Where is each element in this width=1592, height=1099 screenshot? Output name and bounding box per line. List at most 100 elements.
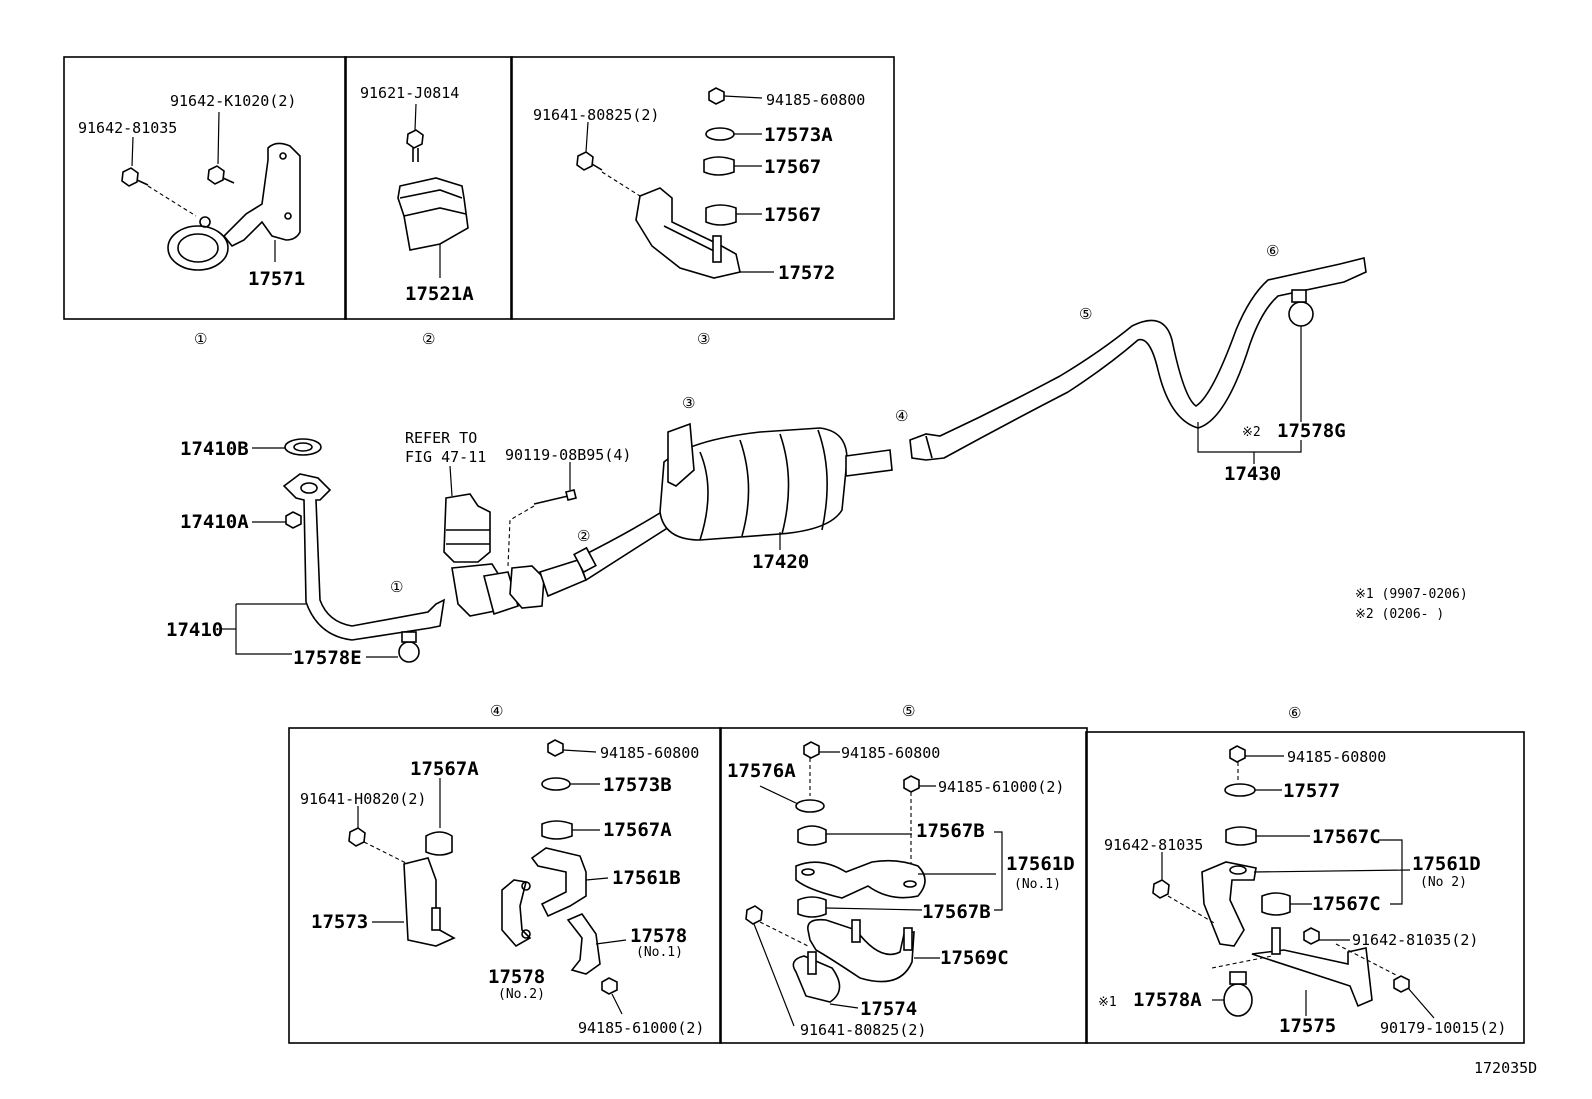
note-2: ※2 (0206- ) bbox=[1355, 607, 1444, 622]
label-17578G: 17578G bbox=[1277, 420, 1346, 442]
label-94185-60800-b5: 94185-60800 bbox=[841, 744, 940, 762]
gasket-17410B bbox=[284, 438, 322, 456]
label-17578E: 17578E bbox=[293, 647, 362, 669]
detail-box-2: 91621-J0814 17521A bbox=[344, 56, 513, 320]
nut-icon bbox=[903, 775, 920, 793]
label-17561D-no2: 17561D bbox=[1412, 853, 1481, 875]
strap-17574 bbox=[792, 955, 841, 1003]
front-pipe-17410 bbox=[282, 473, 446, 641]
label-90119-08B95: 90119-08B95(4) bbox=[505, 446, 631, 464]
label-17578-no2-sub: (No.2) bbox=[498, 987, 545, 1002]
label-17410: 17410 bbox=[166, 619, 223, 641]
bracket-17561D-no2 bbox=[1201, 861, 1257, 947]
hanger-17578-no2 bbox=[501, 879, 532, 948]
label-17561B: 17561B bbox=[612, 867, 681, 889]
marker-2: ② bbox=[422, 330, 435, 348]
label-17578-no2: 17578 bbox=[488, 966, 545, 988]
label-17561D-no2-sub: (No 2) bbox=[1420, 875, 1467, 890]
marker-5: ⑤ bbox=[902, 702, 915, 720]
label-17567B-lower: 17567B bbox=[922, 901, 991, 923]
label-17567C-lower: 17567C bbox=[1312, 893, 1381, 915]
label-17567-b: 17567 bbox=[764, 204, 821, 226]
label-94185-60800-b4: 94185-60800 bbox=[600, 744, 699, 762]
cushion-17567C-lower bbox=[1261, 892, 1291, 916]
clamp-ring bbox=[167, 225, 229, 271]
marker-4-main: ④ bbox=[895, 407, 908, 425]
label-17567: 17567 bbox=[764, 156, 821, 178]
washer-17577 bbox=[1224, 783, 1256, 797]
detail-box-4: 94185-60800 17567A 91641-H0820(2) 17573B… bbox=[288, 727, 722, 1044]
marker-3-main: ③ bbox=[682, 394, 695, 412]
label-91641-80825-b5: 91641-80825(2) bbox=[800, 1021, 926, 1039]
strap-17569C bbox=[807, 918, 915, 983]
detail-box-3: 91641-80825(2) 94185-60800 17573A 17567 … bbox=[510, 56, 895, 320]
flange bbox=[509, 565, 545, 609]
label-94185-61000-b4: 94185-61000(2) bbox=[578, 1019, 704, 1037]
marker-2-main: ② bbox=[577, 527, 590, 545]
bolt-icon bbox=[207, 165, 235, 185]
label-17567A-b4: 17567A bbox=[603, 819, 672, 841]
detail-box-5: 94185-60800 17576A 94185-61000(2) 17567B… bbox=[719, 727, 1088, 1044]
marker-1: ① bbox=[194, 330, 207, 348]
washer-17576A bbox=[795, 799, 825, 813]
nut-icon bbox=[803, 741, 820, 759]
exhaust-main-assembly: 17410B 17410A 17410 17578E ① REFER TO FI… bbox=[166, 242, 1367, 669]
remark-mark-1: ※1 bbox=[1098, 995, 1117, 1010]
cushion-17567 bbox=[703, 156, 735, 176]
nut-icon bbox=[1303, 927, 1320, 945]
label-17420: 17420 bbox=[752, 551, 809, 573]
nut-icon bbox=[708, 87, 725, 105]
label-17578-no1: 17578 bbox=[630, 925, 687, 947]
cushion-17567A-top bbox=[425, 831, 453, 856]
label-17578-no1-sub: (No.1) bbox=[636, 945, 683, 960]
tail-pipe-17430 bbox=[909, 257, 1367, 461]
label-17575: 17575 bbox=[1279, 1015, 1336, 1037]
washer-17573A bbox=[705, 127, 735, 141]
bolt-icon bbox=[1152, 879, 1170, 899]
label-17567C: 17567C bbox=[1312, 826, 1381, 848]
label-91642-K1020: 91642-K1020(2) bbox=[170, 92, 296, 110]
figure-code: 172035D bbox=[1474, 1059, 1537, 1077]
label-94185-61000-b5: 94185-61000(2) bbox=[938, 778, 1064, 796]
component-fig-47-11 bbox=[443, 493, 491, 563]
label-17567A-b4-top: 17567A bbox=[410, 758, 479, 780]
label-17521A: 17521A bbox=[405, 283, 474, 305]
bolt-icon bbox=[745, 905, 763, 925]
note-1: ※1 (9907-0206) bbox=[1355, 587, 1468, 602]
clamp-17578E bbox=[398, 641, 420, 663]
label-17569C: 17569C bbox=[940, 947, 1009, 969]
marker-5-main: ⑤ bbox=[1079, 305, 1092, 323]
label-17561D-no1-sub: (No.1) bbox=[1014, 877, 1061, 892]
clamp-17578A bbox=[1223, 983, 1253, 1017]
nut-icon bbox=[601, 977, 618, 995]
label-17572: 17572 bbox=[778, 262, 835, 284]
label-17430: 17430 bbox=[1224, 463, 1281, 485]
detail-box-6: 94185-60800 17577 91642-81035 17567C 175… bbox=[1085, 731, 1525, 1044]
label-17561D-no1: 17561D bbox=[1006, 853, 1075, 875]
nut-icon bbox=[1393, 975, 1410, 993]
marker-4: ④ bbox=[490, 702, 503, 720]
cushion-17521A bbox=[397, 177, 469, 251]
bracket-17572 bbox=[635, 187, 741, 279]
cushion-17567 bbox=[705, 204, 737, 226]
hanger-17578-no1 bbox=[566, 913, 601, 975]
label-17567B: 17567B bbox=[916, 820, 985, 842]
remark-mark-2: ※2 bbox=[1242, 425, 1261, 440]
marker-6: ⑥ bbox=[1288, 704, 1301, 722]
refer-note-line2: FIG 47-11 bbox=[405, 448, 486, 466]
label-91642-81035: 91642-81035 bbox=[78, 119, 177, 137]
bolt-icon bbox=[121, 167, 149, 187]
label-17577: 17577 bbox=[1283, 780, 1340, 802]
label-17576A: 17576A bbox=[727, 760, 796, 782]
label-91641-80825: 91641-80825(2) bbox=[533, 106, 659, 124]
label-17573B: 17573B bbox=[603, 774, 672, 796]
label-17573A: 17573A bbox=[764, 124, 833, 146]
marker-6-main: ⑥ bbox=[1266, 242, 1279, 260]
label-17410A: 17410A bbox=[180, 511, 249, 533]
label-90179-10015: 90179-10015(2) bbox=[1380, 1019, 1506, 1037]
marker-3: ③ bbox=[697, 330, 710, 348]
bolt-icon bbox=[576, 151, 603, 171]
bracket-17575 bbox=[1251, 947, 1373, 1008]
nut-icon bbox=[547, 739, 564, 757]
